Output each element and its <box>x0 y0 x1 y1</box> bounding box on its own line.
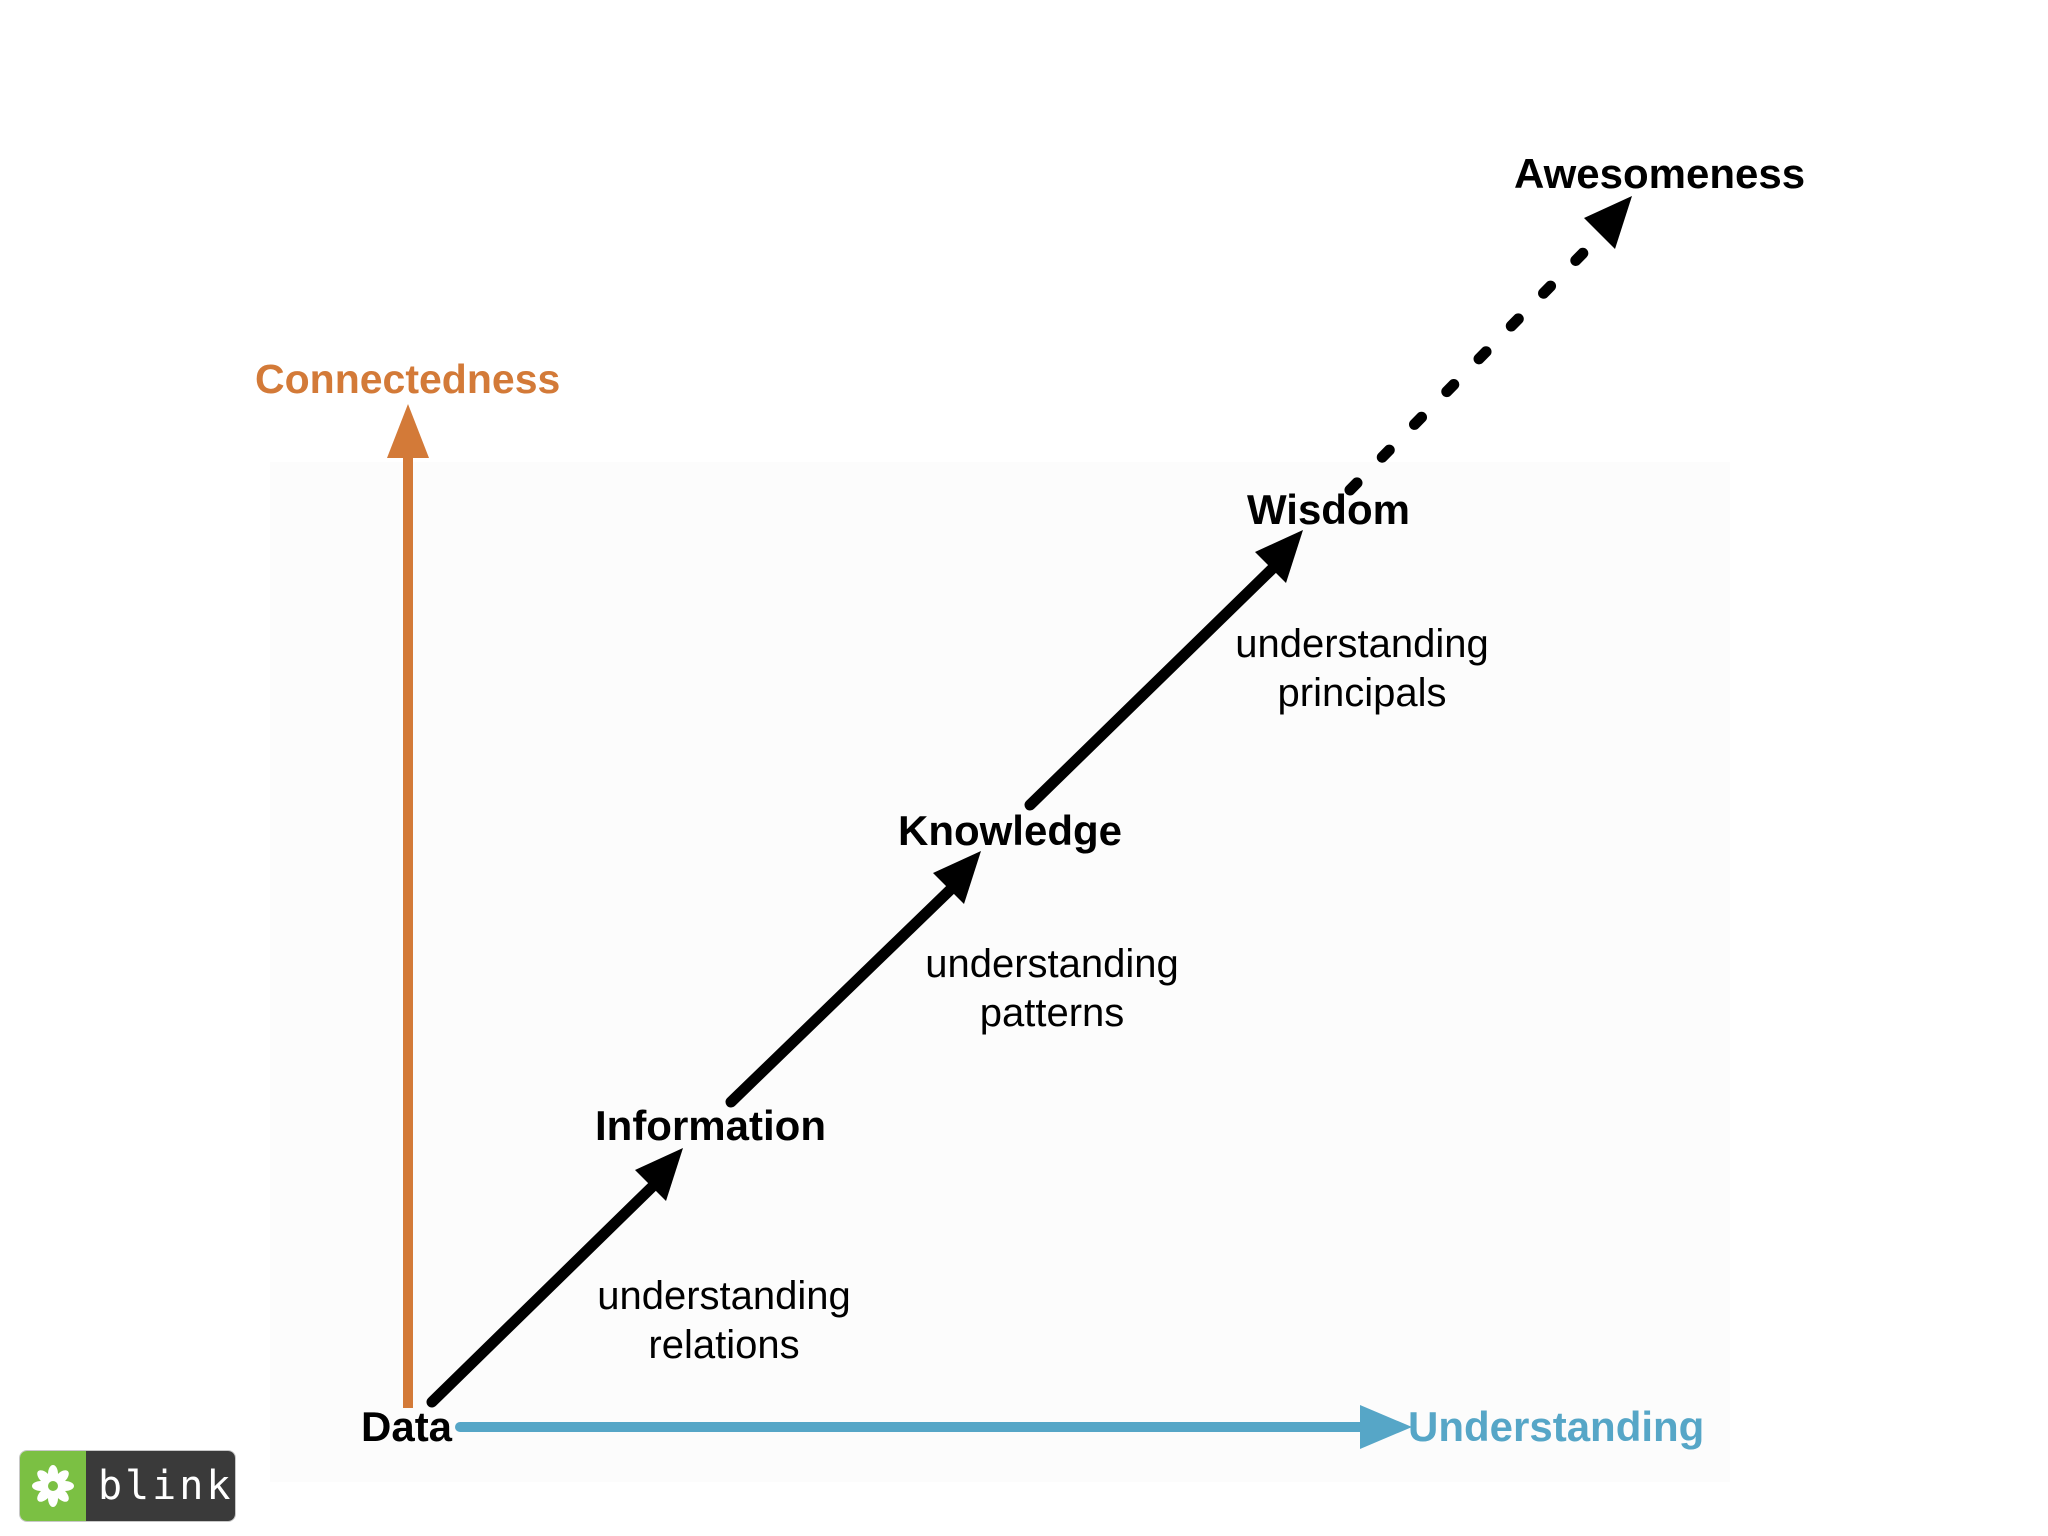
arrowhead-information <box>635 1148 683 1201</box>
blink-logo: blink <box>20 1451 235 1521</box>
arrow-data-to-information <box>426 1180 659 1408</box>
arrowhead-knowledge <box>933 851 981 904</box>
transition-principals-line-2: principals <box>1277 671 1447 715</box>
transition-principals-line-1: understanding <box>1235 622 1489 666</box>
transition-relations-line-1: understanding <box>597 1274 851 1318</box>
transition-patterns-line-2: patterns <box>979 991 1125 1035</box>
understanding-axis-arrowhead <box>1360 1405 1412 1449</box>
asterisk-flower-icon <box>20 1451 86 1521</box>
arrow-knowledge-to-wisdom <box>1024 563 1278 811</box>
stage-label-wisdom: Wisdom <box>1247 486 1410 533</box>
transition-label-relations: understanding relations <box>594 1272 854 1370</box>
stage-label-information: Information <box>595 1102 826 1149</box>
transition-label-patterns: understanding patterns <box>922 940 1182 1038</box>
arrowhead-wisdom <box>1255 530 1303 583</box>
blink-logo-text: blink <box>86 1451 235 1521</box>
arrow-information-to-knowledge <box>725 884 956 1108</box>
transition-relations-line-2: relations <box>648 1323 800 1367</box>
transition-label-principals: understanding principals <box>1232 620 1492 718</box>
transition-patterns-line-1: understanding <box>925 942 1179 986</box>
connectedness-axis-label: Connectedness <box>255 356 561 402</box>
stage-label-knowledge: Knowledge <box>898 807 1123 854</box>
connectedness-axis-arrowhead <box>387 404 429 458</box>
diagram-background <box>270 462 1730 1482</box>
stage-label-data: Data <box>361 1403 453 1450</box>
arrowhead-awesomeness <box>1584 196 1632 249</box>
understanding-axis-label: Understanding <box>1408 1403 1705 1450</box>
stage-label-awesomeness: Awesomeness <box>1514 150 1806 197</box>
arrow-wisdom-to-awesomeness <box>1344 240 1596 496</box>
